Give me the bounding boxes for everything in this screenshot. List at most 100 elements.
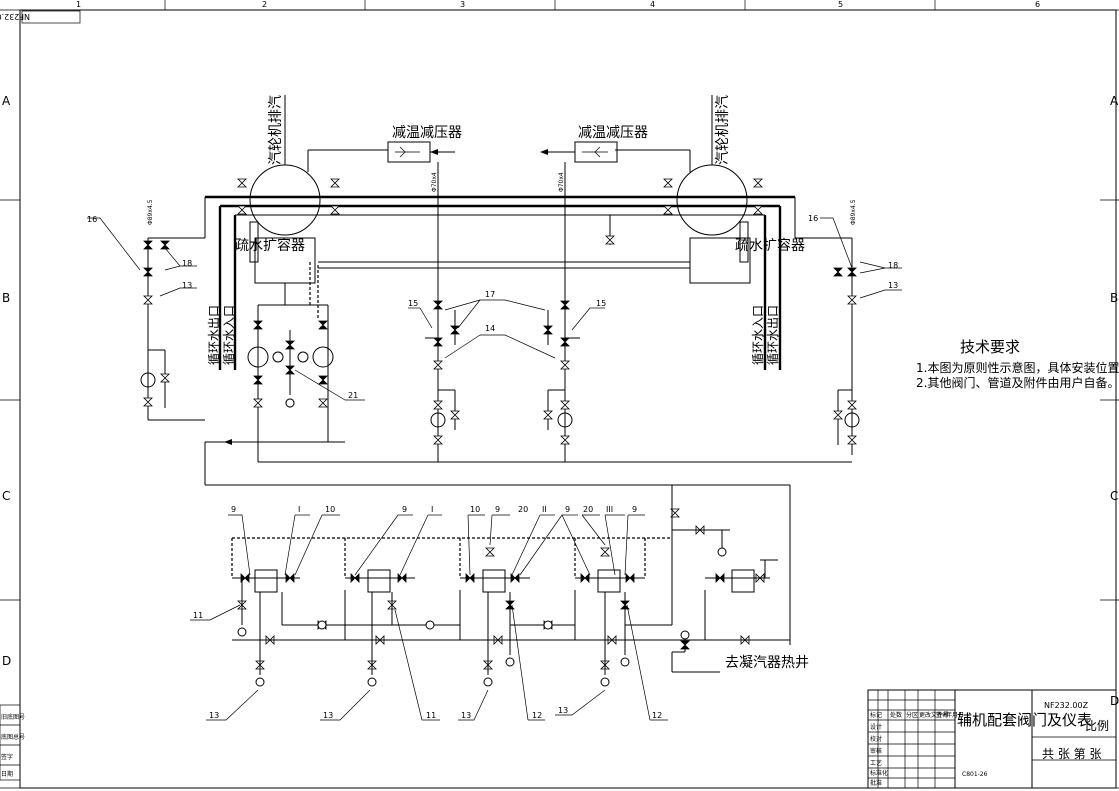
valve-icon <box>560 300 570 310</box>
part-18-left: 18 <box>182 259 192 268</box>
part-I-b: I <box>431 505 433 514</box>
valve-icon <box>160 240 170 250</box>
part-III: III <box>606 505 613 514</box>
pipe-spec-mid-left: Φ70x4 <box>431 172 438 192</box>
col-3: 3 <box>460 0 465 9</box>
role-process: 工艺 <box>870 759 882 767</box>
valve-icon <box>560 400 570 410</box>
row-c: C <box>2 489 10 503</box>
margin-old-drawing: 旧底图号 <box>1 713 25 721</box>
valve-icon <box>670 508 680 518</box>
row-d-right: D <box>1110 694 1119 708</box>
drain-end-icon <box>285 398 295 408</box>
cw-outlet-right-label: 循环水出口 <box>766 305 780 365</box>
valve-icon <box>318 320 328 330</box>
drain-end-icon <box>317 620 327 630</box>
middle-drain-lines <box>318 215 690 462</box>
valve-icon <box>318 398 328 408</box>
role-design: 设计 <box>870 723 882 731</box>
part-9-a: 9 <box>231 505 236 514</box>
sign-date: 年月日 <box>946 711 964 719</box>
left-condenser-vessel <box>249 95 388 305</box>
row-a-right: A <box>1110 94 1119 108</box>
valve-icon <box>143 397 153 407</box>
valve-icon <box>663 205 673 215</box>
valve-icon <box>833 410 843 420</box>
part-11-a: 11 <box>193 611 203 620</box>
title-block-title: 辅机配套阀门及仪表 <box>957 711 1092 729</box>
valve-icon <box>605 235 615 245</box>
role-review: 审核 <box>870 747 882 755</box>
col-4: 4 <box>650 0 655 9</box>
drain-end-icon <box>505 657 515 667</box>
valve-icon <box>143 295 153 305</box>
title-block-format: C801-26 <box>962 771 988 778</box>
drain-end-circles <box>237 398 727 687</box>
cw-inlet-left-label: 循环水入口 <box>222 305 236 365</box>
valve-icon <box>237 178 247 188</box>
valve-icon <box>433 400 443 410</box>
title-block-grid <box>867 689 1117 789</box>
valve-icon <box>285 365 295 375</box>
right-condenser-vessel <box>615 95 751 284</box>
part-10-b: 10 <box>470 505 480 514</box>
valve-icon <box>560 360 570 370</box>
part-13-right: 13 <box>888 281 898 290</box>
cw-outlet-left-label: 循环水出口 <box>207 305 221 365</box>
valve-icon <box>433 360 443 370</box>
part-10-a: 10 <box>325 505 335 514</box>
valve-icon <box>160 373 170 383</box>
margin-base-drawing: 底图总号 <box>1 733 25 741</box>
role-standard: 标准化 <box>870 769 888 777</box>
part-9-b: 9 <box>402 505 407 514</box>
part-I-a: I <box>298 505 300 514</box>
drain-end-icon <box>717 547 727 557</box>
valve-icon <box>753 205 763 215</box>
drain-end-icon <box>367 677 377 687</box>
part-II: II <box>542 505 547 514</box>
row-c-right: C <box>1110 489 1118 503</box>
valve-icon <box>560 337 570 347</box>
drain-end-icon <box>620 657 630 667</box>
valve-icon <box>833 267 843 277</box>
valve-icon <box>560 435 570 445</box>
pipe-spec-left: Φ89x4.5 <box>147 199 154 225</box>
tech-req-title: 技术要求 <box>960 338 1020 356</box>
desuperheater-left-label: 减温减压器 <box>392 125 462 141</box>
part-13-a: 13 <box>209 711 219 720</box>
part-12-b: 12 <box>652 711 662 720</box>
cw-inlet-right-label: 循环水入口 <box>751 305 765 365</box>
turbine-exhaust-left-label: 汽轮机排汽 <box>268 95 284 165</box>
part-16-right: 16 <box>808 214 818 223</box>
valve-icon <box>285 340 295 350</box>
drain-end-icon <box>543 620 553 630</box>
pipe-spec-right: Φ89x4.5 <box>850 199 857 225</box>
valve-icon <box>433 300 443 310</box>
drain-end-icon <box>600 677 610 687</box>
row-d: D <box>2 654 11 668</box>
part-20-b: 20 <box>583 505 593 514</box>
part-14: 14 <box>485 324 495 333</box>
left-margin-block <box>0 704 21 781</box>
part-20-a: 20 <box>518 505 528 514</box>
part-12-a: 12 <box>532 711 542 720</box>
row-b: B <box>2 291 10 305</box>
valve-icon <box>847 267 857 277</box>
valve-icon <box>237 205 247 215</box>
margin-date: 日期 <box>1 770 13 778</box>
sign-signature: 签名 <box>936 711 948 719</box>
part-9-c: 9 <box>495 505 500 514</box>
right-desuperheater <box>540 141 618 300</box>
valve-icon <box>330 178 340 188</box>
col-2: 2 <box>262 0 267 9</box>
drain-end-icon <box>483 677 493 687</box>
col-6: 6 <box>1035 0 1040 9</box>
pipe-spec-mid-right: Φ70x4 <box>558 172 565 192</box>
valve-icon <box>253 320 263 330</box>
drawing-number-stamp: NF232.00Z <box>0 12 30 21</box>
part-9-e: 9 <box>632 505 637 514</box>
col-1: 1 <box>76 0 81 9</box>
part-21: 21 <box>348 391 358 400</box>
title-block-sheets: 共 张 第 张 <box>1042 747 1101 761</box>
part-17: 17 <box>485 290 495 299</box>
